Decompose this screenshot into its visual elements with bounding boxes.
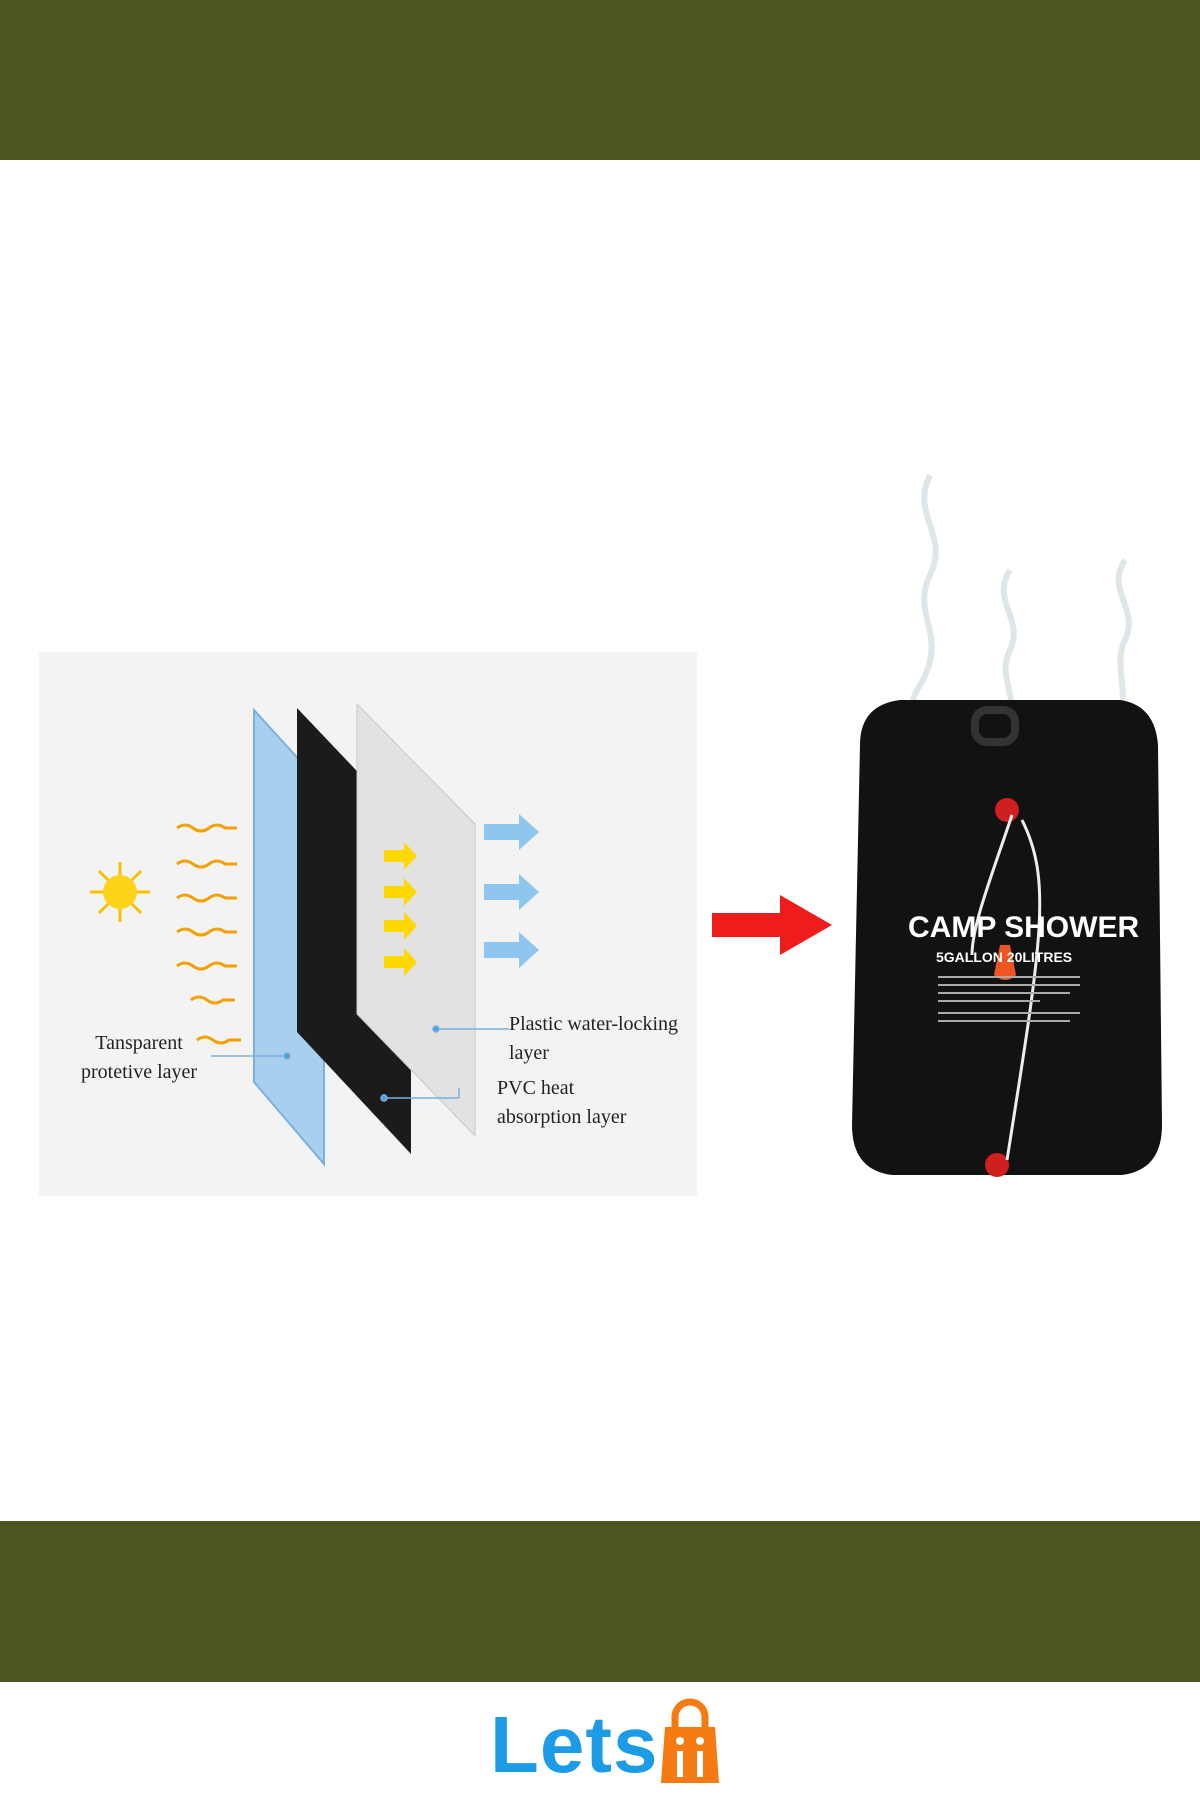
sun-icon	[90, 862, 150, 922]
logo-text: Lets	[490, 1700, 659, 1789]
camp-shower-bag: CAMP SHOWER 5GALLON 20LITRES	[840, 465, 1180, 1200]
transparent-layer-label: Tansparent protetive layer	[81, 1029, 197, 1087]
red-arrow-icon	[712, 895, 832, 955]
product-title: CAMP SHOWER	[908, 911, 1139, 944]
label-line: Tansparent	[95, 1032, 183, 1054]
pvc-layer-label: PVC heat absorption layer	[497, 1074, 626, 1132]
label-line: PVC heat	[497, 1077, 575, 1099]
top-banner	[0, 0, 1200, 160]
layer-diagram: Tansparent protetive layer Plastic water…	[39, 652, 697, 1196]
shopping-bag-icon	[660, 1698, 719, 1783]
label-line: absorption layer	[497, 1106, 627, 1128]
label-line: protetive layer	[81, 1061, 198, 1083]
bottom-banner	[0, 1521, 1200, 1682]
blue-arrows	[484, 814, 539, 968]
product-capacity: 5GALLON 20LITRES	[936, 949, 1072, 965]
plastic-layer	[356, 702, 476, 1138]
yellow-arrows	[384, 842, 417, 976]
plastic-layer-label: Plastic water-locking layer	[509, 1013, 678, 1064]
letsi-logo: Lets	[490, 1697, 721, 1785]
heat-wave-arrows	[176, 823, 241, 1045]
layer-illustration	[90, 702, 539, 1167]
